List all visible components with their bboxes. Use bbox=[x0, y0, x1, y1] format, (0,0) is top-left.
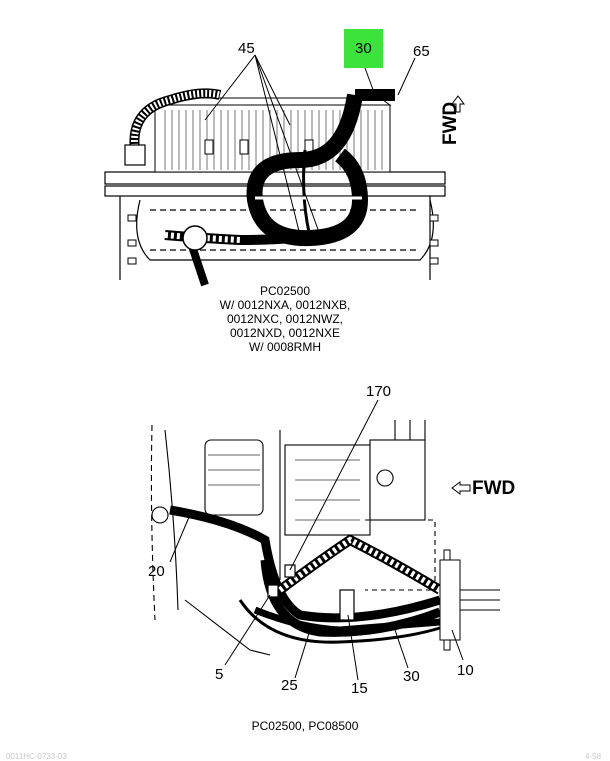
callout-30-bottom: 30 bbox=[403, 668, 420, 685]
clamps bbox=[267, 564, 355, 621]
top-fwd-arrow-icon bbox=[451, 95, 465, 113]
top-leaders bbox=[204, 54, 416, 236]
footer-left: 0011HC-0733-03 bbox=[6, 752, 67, 761]
bottom-leaders bbox=[169, 399, 464, 681]
callout-25: 25 bbox=[281, 677, 298, 694]
top-caption-line4: 0012NXD, 0012NXE bbox=[229, 326, 341, 340]
right-bracket bbox=[439, 549, 500, 651]
callout-30-highlight bbox=[344, 29, 383, 68]
callout-65: 65 bbox=[413, 43, 430, 60]
callout-5: 5 bbox=[215, 666, 224, 683]
engine-block bbox=[149, 419, 441, 656]
top-caption: PC02500 W/ 0012NXA, 0012NXB, 0012NXC, 00… bbox=[205, 284, 365, 354]
top-caption-line3: 0012NXC, 0012NWZ, bbox=[226, 312, 344, 326]
callout-30-top: 30 bbox=[355, 40, 372, 57]
hose-bundle bbox=[169, 505, 443, 644]
callout-10: 10 bbox=[457, 662, 474, 679]
bottom-fwd-arrow-icon bbox=[451, 481, 471, 495]
callout-170: 170 bbox=[366, 383, 392, 400]
bottom-caption: PC02500, PC08500 bbox=[251, 719, 359, 733]
top-caption-line1: PC02500 bbox=[259, 284, 311, 298]
lower-hose bbox=[164, 225, 291, 287]
top-caption-line5: W/ 0008RMH bbox=[248, 340, 322, 354]
left-harness bbox=[124, 88, 222, 166]
callout-20: 20 bbox=[148, 563, 165, 580]
frame-bolts bbox=[127, 214, 439, 265]
top-caption-line2: W/ 0012NXA, 0012NXB, bbox=[219, 298, 351, 312]
bottom-fwd-label: FWD bbox=[472, 478, 516, 499]
callout-15: 15 bbox=[351, 680, 368, 697]
footer-right: 4-58 bbox=[585, 752, 602, 761]
callout-45: 45 bbox=[238, 40, 255, 57]
